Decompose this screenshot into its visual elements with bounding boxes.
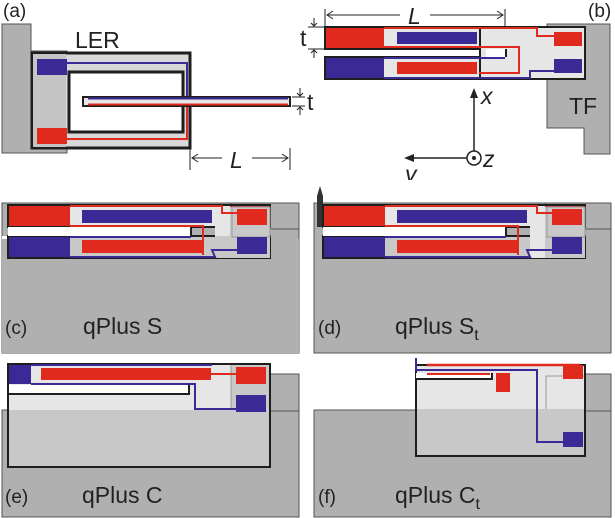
qplus-ct-blue-trace [415, 358, 563, 443]
qplus-ct-red-pad [563, 365, 583, 379]
tf-L-label: L [408, 3, 421, 29]
qplus-c-blue-trace [31, 383, 236, 410]
tf-prong-gap [486, 49, 506, 57]
qplus-st-blue-pad [552, 237, 582, 254]
panel-c-tag: (c) [5, 318, 27, 339]
panel-d: (d) qPlus St [313, 180, 613, 354]
panel-f: (f) qPlus Ct [313, 358, 612, 518]
tf-label: TF [569, 93, 597, 119]
qplus-s-red-pad [237, 209, 267, 225]
ler-blue-pad [37, 59, 67, 75]
qplus-c-title: qPlus C [82, 482, 163, 508]
tf-length-dimension: L [324, 3, 506, 29]
qplus-s-lower-red-electrode [82, 240, 204, 253]
qplus-s-blue-trace [70, 249, 237, 258]
qplus-st-title-sub: t [474, 327, 479, 344]
qplus-ct-blue-pad [563, 432, 583, 447]
panel-e: (e) qPlus C [1, 363, 300, 518]
qplus-st-blue-trace [385, 249, 552, 258]
qplus-st-title: qPlus St [395, 313, 479, 344]
tf-upper-blue-electrode [397, 32, 477, 44]
qplus-c-blue-electrode [9, 365, 31, 384]
qplus-c-blue-pad [236, 395, 266, 412]
probe-tip-icon [317, 186, 323, 227]
tf-t-label: t [300, 25, 307, 51]
tf-blue-pad [554, 59, 582, 73]
qplus-s-red-trace [70, 205, 237, 214]
qplus-st-title-main: qPlus S [395, 313, 474, 339]
tf-red-trace [384, 27, 554, 37]
tf-lower-red-electrode [397, 62, 477, 74]
qplus-ct-title: qPlus Ct [395, 482, 481, 513]
panel-c: (c) qPlus S [1, 180, 302, 354]
ler-L-label: L [230, 147, 243, 173]
tf-thickness-dimension: t [300, 18, 324, 58]
qplus-st-red-trace [385, 205, 552, 214]
ler-length-dimension: L [189, 147, 291, 173]
panel-a: (a) LER t L [1, 1, 314, 173]
qplus-s-upper-blue-electrode [82, 210, 212, 223]
coordinate-axes: x z y [403, 83, 495, 187]
panel-b-tag: (b) [588, 1, 611, 22]
panel-a-tag: (a) [3, 1, 26, 22]
axis-x-label: x [480, 83, 494, 109]
tf-red-trace-2 [384, 46, 520, 74]
panel-b: (b) TF L t [300, 1, 611, 187]
qplus-st-upper-blue-electrode [397, 210, 527, 223]
panel-d-tag: (d) [318, 318, 341, 339]
ler-t-label: t [307, 89, 314, 115]
qplus-st-lower-red-electrode [397, 240, 519, 253]
qplus-ct-red-electrode [496, 373, 510, 392]
ler-label: LER [75, 27, 120, 53]
axis-z-label: z [482, 146, 495, 172]
qplus-c-red-pad [236, 367, 266, 384]
tf-red-pad [554, 32, 582, 46]
qplus-ct-title-main: qPlus C [395, 482, 476, 508]
ler-probe-beam [82, 96, 291, 107]
panel-e-tag: (e) [5, 487, 28, 508]
qplus-st-red-pad [552, 209, 582, 225]
panel-f-tag: (f) [318, 487, 336, 508]
qplus-ct-title-sub: t [476, 496, 481, 513]
qplus-c-red-electrode [41, 368, 211, 380]
qplus-s-title: qPlus S [83, 313, 162, 339]
qplus-s-blue-pad [237, 237, 267, 254]
ler-thickness-dimension: t [292, 88, 314, 115]
tf-blue-trace [384, 70, 554, 79]
ler-red-pad [37, 128, 67, 144]
